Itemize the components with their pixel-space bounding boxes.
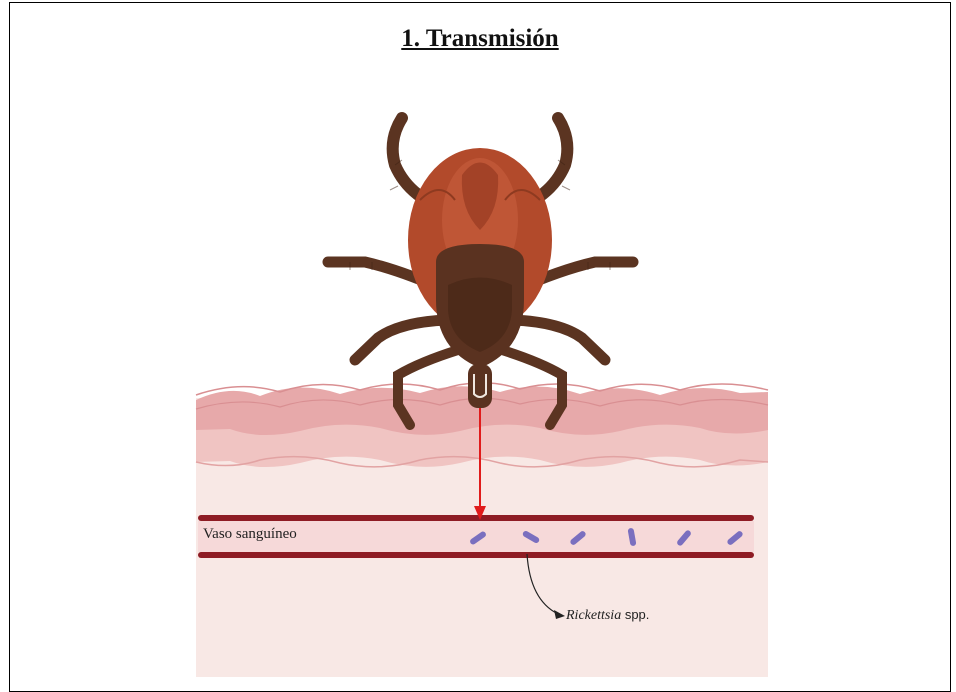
vessel-lower-wall [198, 552, 754, 558]
rickettsia-genus-text: Rickettsia [566, 608, 621, 623]
vessel-upper-wall [198, 515, 754, 521]
transmission-illustration [0, 0, 956, 677]
tick-icon [328, 118, 633, 425]
rickettsia-spp-text: spp. [621, 607, 649, 622]
rickettsia-label: Rickettsia spp. [566, 607, 649, 624]
tick-capitulum [468, 364, 492, 408]
blood-vessel-label: Vaso sanguíneo [203, 526, 297, 543]
